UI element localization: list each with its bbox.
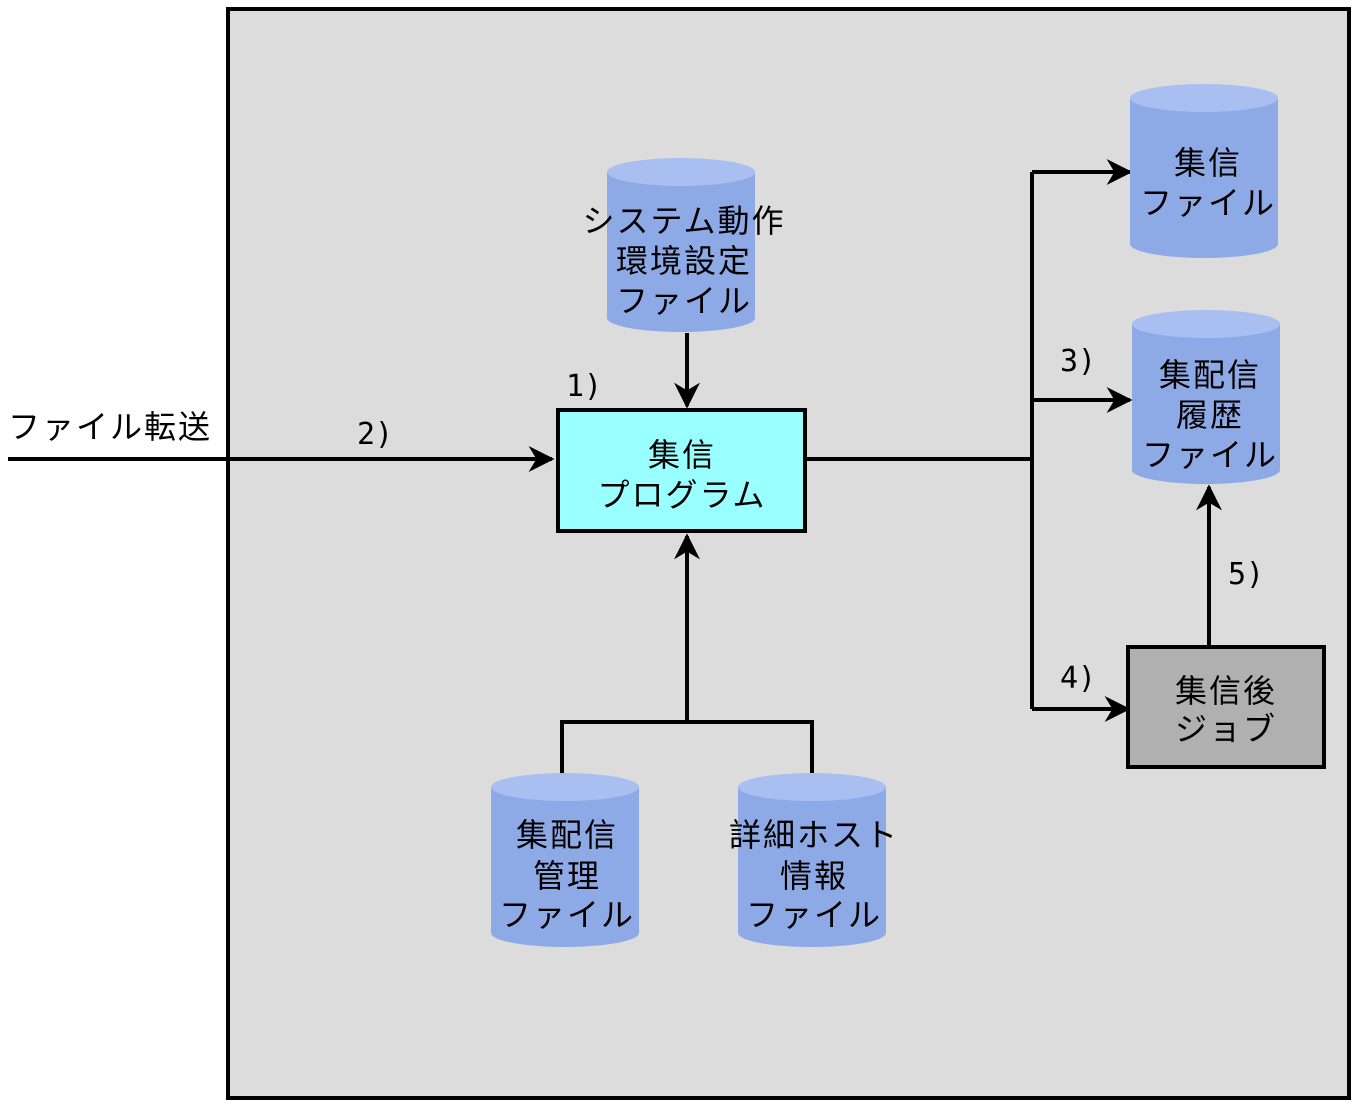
step-label-2: 2) <box>357 417 393 452</box>
step-label-4: 4) <box>1060 661 1096 696</box>
svg-text:プログラム: プログラム <box>597 476 766 514</box>
svg-text:ファイル: ファイル <box>746 896 882 934</box>
file-transfer-label: ファイル転送 <box>8 408 212 446</box>
connectors <box>8 159 1222 775</box>
svg-text:集信後: 集信後 <box>1175 672 1277 710</box>
host-info-file-cylinder: 詳細ホスト 情報 ファイル <box>729 773 899 947</box>
system-env-file-cylinder: システム動作 環境設定 ファイル <box>582 158 785 332</box>
svg-text:ジョブ: ジョブ <box>1175 710 1277 748</box>
post-collection-job-box: 集信後 ジョブ <box>1126 645 1326 769</box>
svg-text:集信: 集信 <box>1174 144 1242 182</box>
svg-text:履歴: 履歴 <box>1176 396 1244 434</box>
svg-text:環境設定: 環境設定 <box>616 242 752 280</box>
step-label-1: 1) <box>566 369 602 404</box>
svg-text:ファイル: ファイル <box>499 896 635 934</box>
svg-text:情報: 情報 <box>780 857 848 895</box>
svg-text:ファイル: ファイル <box>1140 184 1276 222</box>
collection-program-box: 集信 プログラム <box>556 408 807 533</box>
svg-text:ファイル: ファイル <box>616 282 752 320</box>
history-file-cylinder: 集配信 履歴 ファイル <box>1132 310 1280 484</box>
svg-text:集信: 集信 <box>648 436 716 474</box>
svg-text:システム動作: システム動作 <box>582 202 785 240</box>
step-label-5: 5) <box>1228 557 1264 592</box>
step-label-3: 3) <box>1060 344 1096 379</box>
svg-text:詳細ホスト: 詳細ホスト <box>729 816 899 854</box>
mgmt-file-cylinder: 集配信 管理 ファイル <box>491 773 639 947</box>
svg-text:集配信: 集配信 <box>1159 356 1261 394</box>
svg-text:管理: 管理 <box>533 857 601 895</box>
svg-text:集配信: 集配信 <box>516 816 618 854</box>
svg-text:ファイル: ファイル <box>1142 436 1278 474</box>
collect-file-cylinder: 集信 ファイル <box>1130 84 1278 258</box>
